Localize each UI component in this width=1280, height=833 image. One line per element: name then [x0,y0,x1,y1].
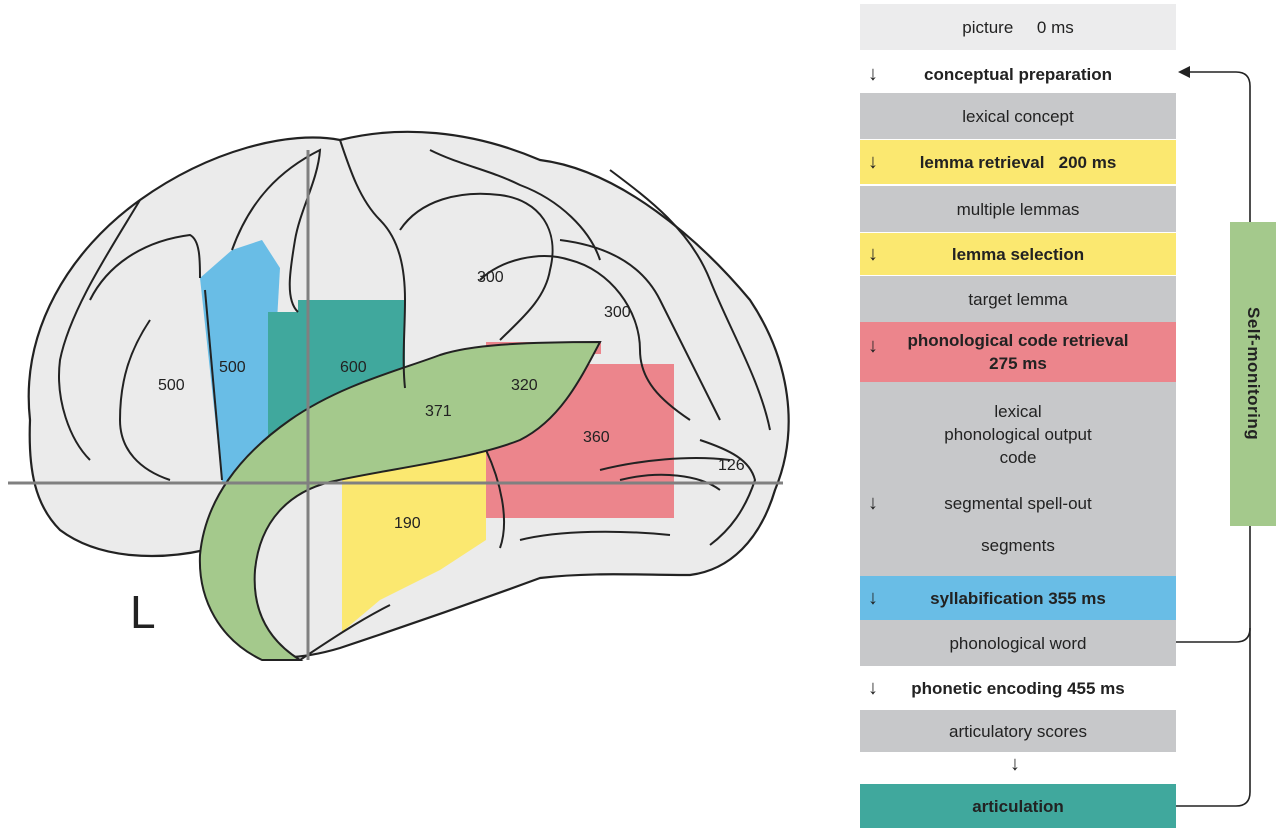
lexical-output-line3: code [999,448,1037,467]
stage-multiple-lemmas: multiple lemmas [860,186,1176,232]
label-parietal-300b: 300 [604,304,631,321]
stage-lexical-output-group: lexical phonological output code ↓ segme… [860,382,1176,576]
label-frontal-500: 500 [158,377,185,394]
stage-multiple-lemmas-label: multiple lemmas [956,199,1080,219]
stage-lemma-retrieval-label: lemma retrieval 200 ms [919,152,1117,172]
self-monitoring-box: Self-monitoring [1230,222,1276,526]
stage-segments-label: segments [981,535,1055,555]
stage-conceptual-preparation: ↓ conceptual preparation [860,58,1176,90]
sulci [58,139,771,661]
label-parietal-300: 300 [477,269,504,286]
stage-syllabification: ↓ syllabification 355 ms [860,576,1176,620]
stage-phonological-word: phonological word [860,620,1176,666]
down-arrow-icon: ↓ [868,587,878,609]
stage-phonological-word-label: phonological word [949,633,1087,653]
stage-phon-retrieval-line2: 275 ms [989,354,1047,373]
region-yellow [342,450,486,632]
lexical-output-line1: lexical [994,402,1042,421]
down-arrow-icon: ↓ [868,335,878,357]
stage-segments: segments [860,525,1176,565]
label-occipital-126: 126 [718,457,745,474]
stage-picture-label: picture 0 ms [962,17,1074,37]
stage-conceptual-preparation-label: conceptual preparation [924,64,1112,84]
region-teal [268,300,405,440]
down-arrow-icon: ↓ [868,243,878,265]
stage-lemma-retrieval: ↓ lemma retrieval 200 ms [860,140,1176,184]
down-arrow-icon: ↓ [868,677,878,699]
label-yellow-190: 190 [394,515,421,532]
label-stripe-320: 320 [511,377,538,394]
stage-segmental-spellout-label: segmental spell-out [944,493,1092,513]
stage-syllabification-label: syllabification 355 ms [930,588,1106,608]
self-monitoring-label: Self-monitoring [1244,307,1263,441]
stage-articulation-label: articulation [972,796,1064,816]
stage-articulation: articulation [860,784,1176,828]
stage-articulatory-scores: articulatory scores [860,710,1176,752]
lexical-output-line2: phonological output [944,425,1092,444]
label-red-360: 360 [583,429,610,446]
down-arrow-icon: ↓ [868,492,878,514]
stage-lemma-selection-label: lemma selection [951,244,1085,264]
stage-phonetic-encoding: ↓ phonetic encoding 455 ms [860,670,1176,706]
stage-target-lemma: target lemma [860,276,1176,322]
stage-picture: picture 0 ms [860,4,1176,50]
hemisphere-label: L [130,586,156,638]
label-teal-600: 600 [340,359,367,376]
down-arrow-icon: ↓ [868,151,878,173]
label-green-371: 371 [425,403,452,420]
stage-lemma-selection: ↓ lemma selection [860,233,1176,275]
region-green [198,340,602,661]
stage-phon-retrieval-line1: phonological code retrieval [907,331,1129,350]
stage-segmental-spellout: ↓ segmental spell-out [860,481,1176,525]
stage-phonological-code-retrieval: ↓ phonological code retrieval 275 ms [860,322,1176,382]
stage-phonetic-encoding-label: phonetic encoding 455 ms [911,678,1125,698]
down-arrow-icon: ↓ [868,63,878,85]
stage-lexical-concept-label: lexical concept [962,106,1074,126]
region-blue [200,240,280,482]
stage-lexical-concept: lexical concept [860,93,1176,139]
stage-articulatory-scores-label: articulatory scores [949,721,1087,741]
brain-diagram: 500 500 600 371 320 360 190 300 300 126 … [8,130,790,661]
stage-target-lemma-label: target lemma [968,289,1068,309]
down-arrow-icon: ↓ [1010,753,1020,775]
label-blue-500: 500 [219,359,246,376]
